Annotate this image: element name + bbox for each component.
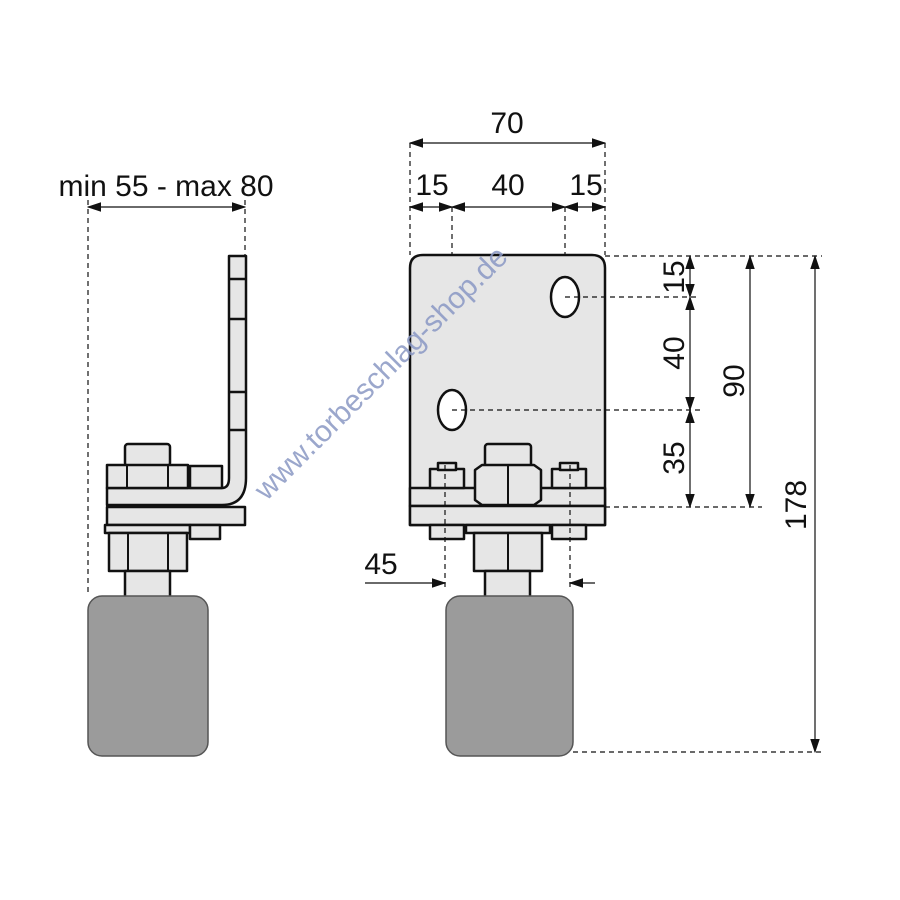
angle-bracket (105, 254, 248, 507)
mounting-plate (408, 253, 607, 527)
lower-height-label: 35 (658, 441, 691, 474)
plate-height-label: 90 (718, 364, 751, 397)
small-nut-right-lower (550, 523, 588, 541)
front-view: 70 15 40 15 45 (364, 107, 822, 757)
overall-width-label: 70 (490, 107, 523, 140)
small-nut-lower (188, 523, 222, 541)
axle-shaft-front (483, 569, 532, 600)
small-nut-left-cap (436, 461, 458, 472)
small-nut (188, 464, 224, 490)
lower-axle-nut (107, 531, 189, 573)
bolt-head (123, 442, 172, 468)
top-slot-height-label: 15 (658, 260, 691, 293)
slot-spacing-label: 40 (658, 336, 691, 369)
wheel (87, 595, 209, 757)
width-range-label: min 55 - max 80 (58, 170, 273, 203)
base-plate-front (408, 504, 607, 527)
axle-nut (105, 463, 190, 490)
axle-shaft (123, 569, 172, 600)
side-view: min 55 - max 80 (58, 170, 274, 757)
base-plate (105, 505, 247, 527)
segment-middle-label: 40 (491, 169, 524, 202)
small-nut-right (550, 467, 588, 490)
overall-height-label: 178 (780, 480, 813, 530)
wheel-width-label: 45 (364, 548, 397, 581)
small-nut-left-lower (428, 523, 466, 541)
small-nut-right-cap (558, 461, 580, 472)
wheel-front (445, 595, 574, 757)
segment-right-label: 15 (569, 169, 602, 202)
small-nut-left (428, 467, 466, 490)
segment-left-label: 15 (415, 169, 448, 202)
